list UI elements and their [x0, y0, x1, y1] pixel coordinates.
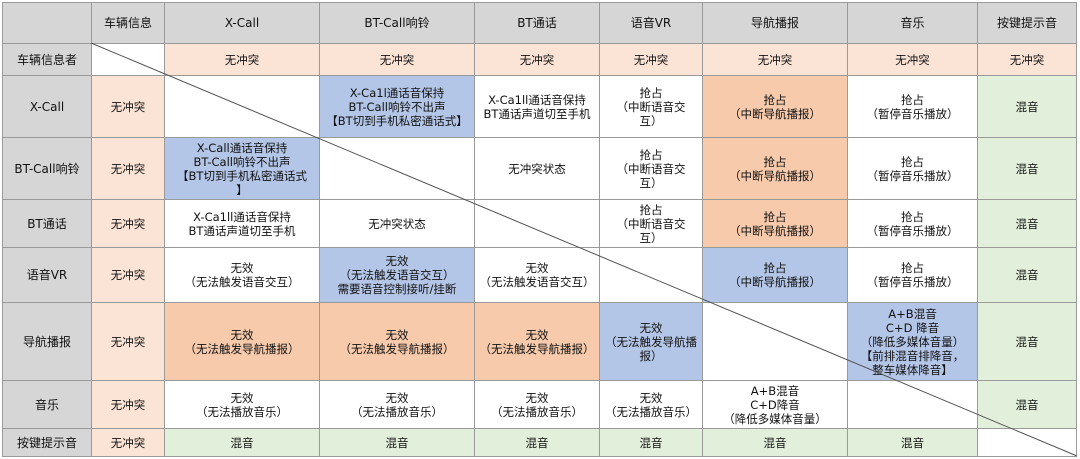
matrix-row: 导航播报 无冲突 无效 （无法触发导航播报） 无效 （无法触发导航播报） 无效 … [2, 302, 1077, 381]
matrix-cell: 无冲突 [91, 302, 165, 381]
matrix-row: 语音VR 无冲突 无效 （无法触发语音交互） 无效 （无法触发语音交互） 需要语… [2, 247, 1077, 303]
matrix-cell: 无冲突状态 [474, 137, 600, 200]
diagonal-cell [599, 247, 703, 303]
col-header: BT通话 [474, 2, 600, 44]
diagonal-cell [702, 302, 848, 381]
matrix-cell: 抢占 （暂停音乐播放） [847, 247, 978, 303]
row-header: BT-Call响铃 [2, 137, 92, 200]
matrix-cell: 抢占 （中断语音交 互） [599, 199, 703, 248]
row-header: 车辆信息者 [2, 43, 92, 76]
matrix-cell: A+B混音 C+D 降音 （降低多媒体音量） 【前排混音排降音， 整车媒体降音】 [847, 302, 978, 381]
matrix-cell: 无效 （无法触发导航播报） [164, 302, 320, 381]
matrix-cell: 无冲突 [91, 428, 165, 457]
diagonal-cell [474, 199, 600, 248]
matrix-cell: 混音 [474, 428, 600, 457]
matrix-cell: 无冲突 [599, 43, 703, 76]
diagonal-cell [847, 380, 978, 429]
matrix-cell: 无冲突 [319, 43, 475, 76]
matrix-cell: 无效 （无法播放音乐） [599, 380, 703, 429]
matrix-cell: 抢占 （中断导航播报） [702, 199, 848, 248]
diagonal-cell [319, 137, 475, 200]
matrix-cell: 混音 [977, 302, 1077, 381]
matrix-cell: 混音 [977, 199, 1077, 248]
row-header: 按键提示音 [2, 428, 92, 457]
col-header: X-Call [164, 2, 320, 44]
col-header: 导航播报 [702, 2, 848, 44]
matrix-cell: 抢占 （中断导航播报） [702, 247, 848, 303]
header-row: 车辆信息 X-Call BT-Call响铃 BT通话 语音VR 导航播报 音乐 … [2, 2, 1077, 44]
matrix-cell: 混音 [599, 428, 703, 457]
matrix-cell: 混音 [702, 428, 848, 457]
matrix-cell: 无效 （无法触发导航播 报） [599, 302, 703, 381]
matrix-cell [91, 43, 165, 76]
matrix-cell: 抢占 （暂停音乐播放） [847, 137, 978, 200]
matrix-cell: 无冲突 [91, 199, 165, 248]
diagonal-cell [977, 428, 1077, 457]
matrix-cell: 无效 （无法播放音乐） [319, 380, 475, 429]
matrix-cell: 无效 （无法触发导航播报） [474, 302, 600, 381]
matrix-cell: 混音 [977, 247, 1077, 303]
matrix-cell: 无效 （无法播放音乐） [164, 380, 320, 429]
matrix-cell: 混音 [319, 428, 475, 457]
col-header: 音乐 [847, 2, 978, 44]
matrix-row: 音乐 无冲突 无效 （无法播放音乐） 无效 （无法播放音乐） 无效 （无法播放音… [2, 380, 1077, 429]
matrix-cell: X-Ca1ll通话音保持 BT通话声道切至手机 [474, 75, 600, 138]
matrix-cell: 抢占 （中断导航播报） [702, 137, 848, 200]
col-header: 车辆信息 [91, 2, 165, 44]
matrix-cell: 无冲突 [164, 43, 320, 76]
col-header: 语音VR [599, 2, 703, 44]
matrix-cell: 混音 [977, 137, 1077, 200]
matrix-cell: 无冲突 [977, 43, 1077, 76]
row-header: 音乐 [2, 380, 92, 429]
row-header: 导航播报 [2, 302, 92, 381]
matrix-row: BT-Call响铃 无冲突 X-Call通话音保持 BT-Call响铃不出声 【… [2, 137, 1077, 200]
matrix-cell: 无冲突 [91, 247, 165, 303]
row-header: BT通话 [2, 199, 92, 248]
matrix-cell: 混音 [977, 380, 1077, 429]
matrix-cell: 抢占 （暂停音乐播放） [847, 199, 978, 248]
matrix-cell: 无效 （无法触发语音交互） [164, 247, 320, 303]
matrix-cell: X-Call通话音保持 BT-Call响铃不出声 【BT切到手机私密通话式 】 [164, 137, 320, 200]
matrix-cell: 无冲突状态 [319, 199, 475, 248]
corner-cell [2, 2, 92, 44]
matrix-cell: 混音 [164, 428, 320, 457]
matrix-cell: 无效 （无法触发语音交互） [474, 247, 600, 303]
matrix-cell: 无冲突 [91, 380, 165, 429]
matrix-cell: 抢占 （中断语音交 互） [599, 137, 703, 200]
row-header: X-Call [2, 75, 92, 138]
matrix-cell: 抢占 （中断语音交 互） [599, 75, 703, 138]
matrix-cell: 无效 （无法触发语音交互） 需要语音控制接听/挂断 [319, 247, 475, 303]
matrix-cell: 无效 （无法播放音乐） [474, 380, 600, 429]
matrix-row: BT通话 无冲突 X-Ca1ll通话音保持 BT通话声道切至手机 无冲突状态 抢… [2, 199, 1077, 248]
matrix-cell: 混音 [977, 75, 1077, 138]
diagonal-cell [164, 75, 320, 138]
matrix-cell: 无冲突 [91, 137, 165, 200]
matrix-cell: X-Ca1l通话音保持 BT-Call响铃不出声 【BT切到手机私密通话式】 [319, 75, 475, 138]
matrix-cell: 抢占 （中断导航播报） [702, 75, 848, 138]
matrix-cell: 无冲突 [847, 43, 978, 76]
col-header: 按键提示音 [977, 2, 1077, 44]
matrix-cell: 无冲突 [702, 43, 848, 76]
col-header: BT-Call响铃 [319, 2, 475, 44]
matrix-cell: 无效 （无法触发导航播报） [319, 302, 475, 381]
matrix-cell: 抢占 （暂停音乐播放） [847, 75, 978, 138]
matrix-row: X-Call 无冲突 X-Ca1l通话音保持 BT-Call响铃不出声 【BT切… [2, 75, 1077, 138]
row-header: 语音VR [2, 247, 92, 303]
matrix-row: 按键提示音 无冲突 混音 混音 混音 混音 混音 混音 [2, 428, 1077, 457]
matrix-row: 车辆信息者 无冲突 无冲突 无冲突 无冲突 无冲突 无冲突 无冲突 [2, 43, 1077, 76]
matrix-cell: 无冲突 [91, 75, 165, 138]
matrix-cell: X-Ca1ll通话音保持 BT通话声道切至手机 [164, 199, 320, 248]
matrix-cell: A+B混音 C+D降音 （降低多媒体音量） [702, 380, 848, 429]
matrix-cell: 混音 [847, 428, 978, 457]
matrix-cell: 无冲突 [474, 43, 600, 76]
